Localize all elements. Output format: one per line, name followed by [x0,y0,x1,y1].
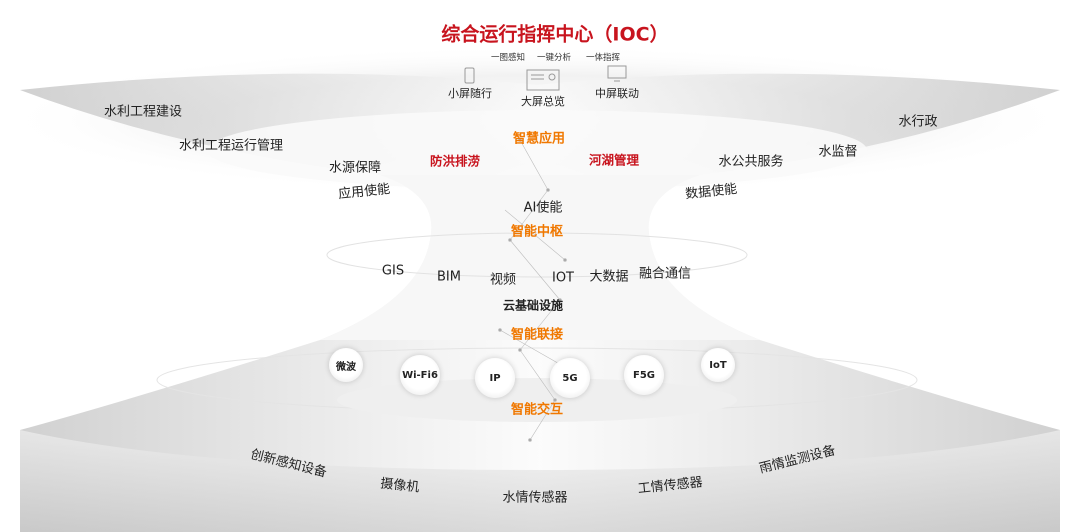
app-water-project-operation: 水利工程运行管理 [178,138,284,154]
ioc-title: 综合运行指挥中心（IOC） [441,23,669,46]
monitor-icon [607,65,627,82]
screen-medium: 中屏联动 [595,87,639,100]
hub-converged-communication: 融合通信 [638,266,692,282]
big-screen-icon [526,69,560,91]
feature-command: 一体指挥 [585,53,621,63]
node-ip: IP [475,358,515,398]
ai-enablement: AI使能 [523,200,563,216]
hub-video: 视频 [489,272,517,288]
app-flood-control: 防洪排涝 [429,153,481,169]
hub-gis: GIS [381,263,405,279]
hub-bim: BIM [437,269,461,285]
hub-iot: IOT [551,270,575,286]
layer-smart-connect: 智能联接 [510,327,564,343]
device-camera: 摄像机 [379,476,420,496]
app-water-supply: 水源保障 [328,160,382,176]
device-water-sensor: 水情传感器 [502,490,568,506]
app-water-project-construction: 水利工程建设 [103,104,183,120]
app-water-public-service: 水公共服务 [718,154,784,170]
layer-smart-interact: 智能交互 [510,402,564,418]
node-microwave: 微波 [329,348,363,382]
screen-large: 大屏总览 [521,95,565,108]
hub-big-data: 大数据 [589,269,629,285]
node-f5g: F5G [624,355,664,395]
mobile-phone-icon [464,67,475,84]
screen-mobile: 小屏随行 [448,87,492,100]
app-water-supervision: 水监督 [818,144,858,160]
feature-analysis: 一键分析 [536,53,572,63]
node-5g: 5G [550,358,590,398]
feature-perception: 一图感知 [490,53,526,63]
node-wifi6: Wi-Fi6 [400,355,440,395]
layer-smart-hub: 智能中枢 [510,224,564,240]
layer-cloud-infrastructure: 云基础设施 [502,298,564,313]
node-iot: IoT [701,348,735,382]
layer-smart-app: 智慧应用 [512,131,566,147]
app-river-lake: 河湖管理 [588,152,640,168]
app-water-administration: 水行政 [898,114,938,130]
